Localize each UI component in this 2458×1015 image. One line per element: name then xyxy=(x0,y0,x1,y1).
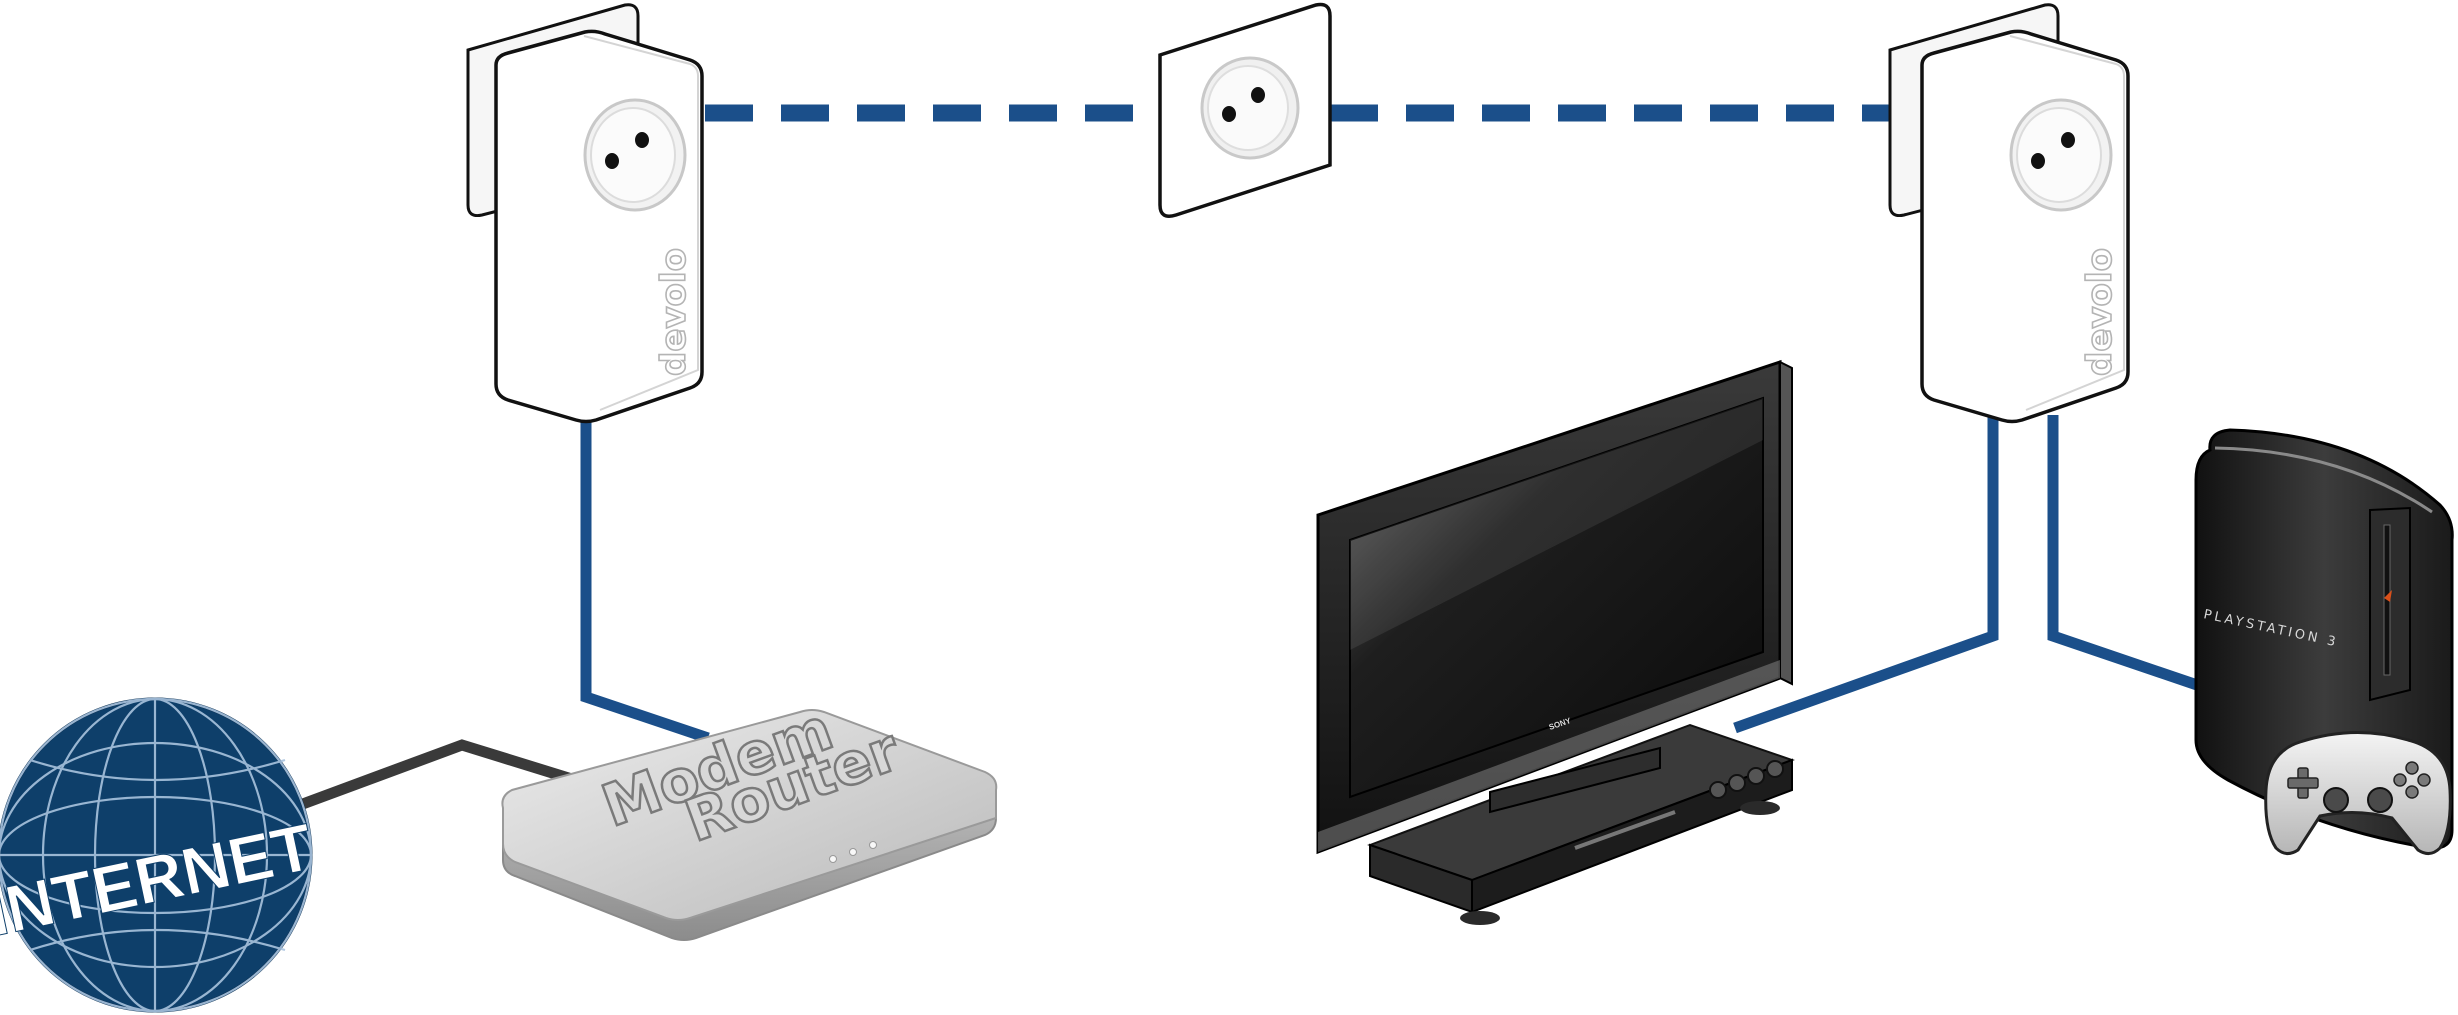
tv-bottom-strip xyxy=(1318,660,1780,852)
powerline-adapter-left: devolo xyxy=(466,3,704,424)
wall-socket xyxy=(1158,2,1332,218)
internet-cable xyxy=(298,739,577,811)
adapter-brand-label: devolo xyxy=(2080,248,2120,376)
tv-bezel-edge xyxy=(1779,360,1793,686)
gamepad-body xyxy=(2264,730,2452,855)
console-power-logo xyxy=(2384,590,2392,602)
modem-router: Modem Router xyxy=(501,693,998,941)
adapter-console-cable xyxy=(2047,415,2202,692)
adapter-body-shade xyxy=(2009,35,2125,411)
adapter-brand-label: devolo xyxy=(654,248,694,376)
adapter-tv-cable xyxy=(1733,415,1999,734)
tv-stand xyxy=(1489,746,1661,814)
adapter-socket xyxy=(2009,98,2113,212)
tv-set: SONY xyxy=(1316,359,1795,925)
adapter-router-cable xyxy=(580,420,710,744)
gamepad-dpad xyxy=(2287,767,2319,799)
internet-globe: INTERNET xyxy=(0,697,320,1013)
router-status-lights xyxy=(829,841,877,863)
gamepad-icon xyxy=(2264,730,2452,855)
gamepad-buttons xyxy=(2393,761,2431,799)
globe-grid xyxy=(0,697,313,1013)
tv-screen xyxy=(1349,396,1764,799)
av-receiver xyxy=(1367,723,1795,925)
adapter-body-shade xyxy=(583,35,699,411)
receiver-knobs xyxy=(1709,760,1784,799)
tv-screen-glare xyxy=(1350,398,1763,650)
powerline-adapter-right: devolo xyxy=(1888,3,2130,424)
gamepad-sticks xyxy=(2323,787,2393,813)
router-top xyxy=(501,709,998,921)
console-top-shine xyxy=(2214,446,2433,514)
adapter-socket xyxy=(583,98,687,212)
